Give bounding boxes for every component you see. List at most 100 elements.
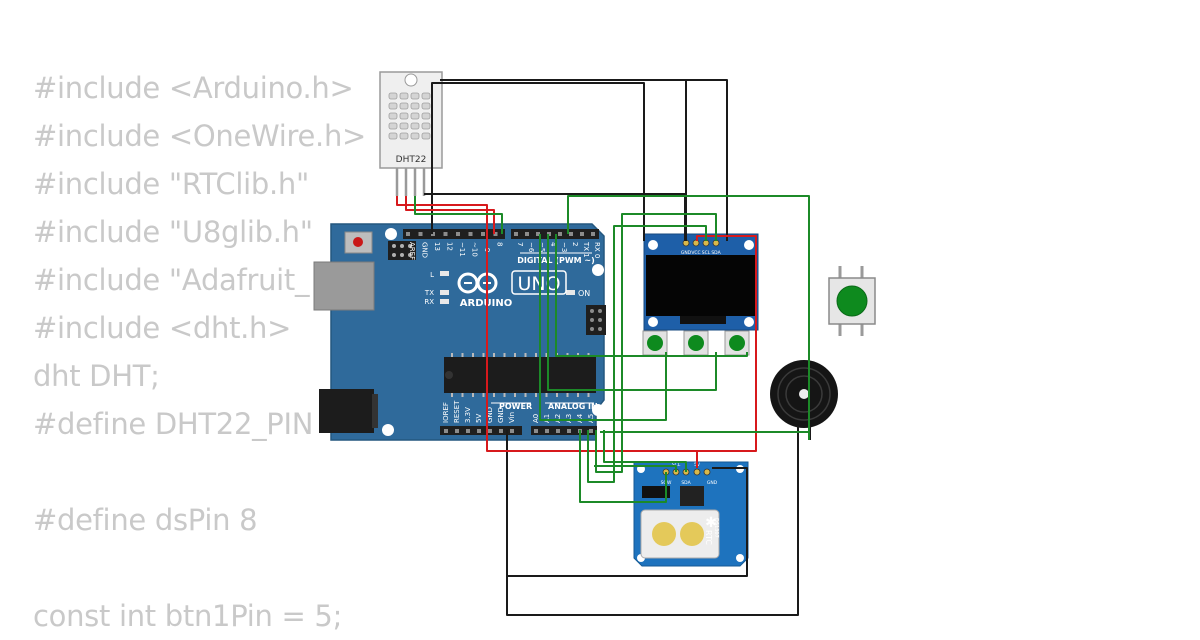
wire-black[interactable] xyxy=(431,82,645,241)
dht22-sensor[interactable]: DHT22 xyxy=(379,71,443,196)
analog-header xyxy=(531,426,597,435)
header-pin[interactable] xyxy=(466,429,470,433)
button-cap-icon xyxy=(836,285,868,317)
code-line: #define dsPin 8 xyxy=(33,503,258,537)
rx-led xyxy=(440,299,449,304)
rx-led-label: RX xyxy=(424,298,434,306)
pin-label: 3.3V xyxy=(464,407,472,423)
header-pin[interactable] xyxy=(510,429,514,433)
header-pin[interactable] xyxy=(418,232,423,236)
header-pin[interactable] xyxy=(545,429,549,433)
pin-label: GND xyxy=(497,407,505,423)
header-pin[interactable] xyxy=(456,232,460,236)
wire-green[interactable] xyxy=(539,234,667,421)
button-cap-icon xyxy=(688,335,704,351)
header-pin[interactable] xyxy=(477,429,481,433)
pin-label: A1 xyxy=(543,414,551,423)
wire-black[interactable] xyxy=(470,79,728,241)
push-button-1[interactable] xyxy=(642,330,668,356)
header-pin[interactable] xyxy=(591,232,595,236)
wire-green[interactable] xyxy=(594,465,677,472)
pin-label: 13 xyxy=(433,242,441,251)
oled-pin-label: SDA xyxy=(711,250,721,256)
pin-label: AREF xyxy=(408,242,416,260)
header-pin[interactable] xyxy=(580,232,584,236)
l-led xyxy=(440,271,449,276)
pin-label: 12 xyxy=(446,242,454,251)
wire-green[interactable] xyxy=(603,430,687,472)
pin-label: A4 xyxy=(576,413,584,423)
header-pin[interactable] xyxy=(488,429,492,433)
atmega-chip xyxy=(444,357,596,393)
wire-green[interactable] xyxy=(579,430,667,503)
pin-label: IOREF xyxy=(442,402,450,423)
pin-label: 2 xyxy=(571,242,579,246)
rtc-pin-label: GND xyxy=(707,480,718,486)
on-led-label: ON xyxy=(578,289,590,298)
header-pin[interactable] xyxy=(455,429,459,433)
pin-label: 7 xyxy=(516,242,524,246)
button-cap-icon xyxy=(729,335,745,351)
header-pin[interactable] xyxy=(481,232,485,236)
pin-label: ~10 xyxy=(471,242,479,257)
push-button-3[interactable] xyxy=(724,330,750,356)
oled-display[interactable]: GND VCC SCL SDA xyxy=(643,233,759,331)
header-pin[interactable] xyxy=(569,232,573,236)
header-pin[interactable] xyxy=(514,232,518,236)
adafruit-star-logo-icon: ✱ xyxy=(705,515,717,531)
usb-port xyxy=(313,261,375,311)
header-pin[interactable] xyxy=(406,232,410,236)
header-pin[interactable] xyxy=(493,232,498,236)
wire-green[interactable] xyxy=(414,196,503,234)
push-button-2[interactable] xyxy=(683,330,709,356)
rtc-chip-label: DS1307 xyxy=(713,518,719,538)
wire-green[interactable] xyxy=(547,234,717,391)
piezo-buzzer[interactable] xyxy=(770,360,838,440)
wire-green[interactable] xyxy=(567,195,810,433)
header-pin[interactable] xyxy=(558,232,562,236)
push-button-large[interactable] xyxy=(828,266,876,336)
rtc-pin-label: SDA xyxy=(681,480,691,486)
code-line: #define DHT22_PIN xyxy=(33,407,314,441)
header-pin[interactable] xyxy=(589,429,593,433)
rtc-pin-label: SCL xyxy=(672,462,681,468)
mounting-hole xyxy=(592,264,604,276)
mounting-hole xyxy=(385,228,397,240)
code-line: dht DHT; xyxy=(33,359,160,393)
header-pin[interactable] xyxy=(525,232,529,236)
header-pin[interactable] xyxy=(443,232,448,236)
code-line: #include <dht.h> xyxy=(33,311,292,345)
l-led-label: L xyxy=(430,271,434,279)
header-pin[interactable] xyxy=(468,232,473,236)
tx-led xyxy=(440,290,449,295)
oled-pin-label: SCL xyxy=(702,250,711,256)
rtc-ds1307-module[interactable]: SQW SCL SDA 5V GND RTC DS1307 ✱ xyxy=(633,461,749,567)
wire-green[interactable] xyxy=(555,234,748,357)
code-line: #include "Adafruit_ xyxy=(33,263,310,297)
pin-label: 4 xyxy=(549,242,557,247)
wire-green[interactable] xyxy=(587,225,707,483)
code-line: #include <Arduino.h> xyxy=(33,71,354,105)
header-pin[interactable] xyxy=(536,232,540,236)
pin-label: A0 xyxy=(532,414,540,423)
header-pin[interactable] xyxy=(567,429,571,433)
oled-pin-label: GND xyxy=(681,250,692,256)
header-pin[interactable] xyxy=(444,429,448,433)
wire-red[interactable] xyxy=(405,196,495,234)
digital-header-left xyxy=(403,229,505,239)
wire-black[interactable] xyxy=(506,430,799,616)
header-pin[interactable] xyxy=(499,429,503,433)
pin-label: RX 0 xyxy=(593,242,601,258)
mounting-hole xyxy=(382,424,394,436)
wire-black[interactable] xyxy=(440,79,687,241)
pin-label: A5 xyxy=(587,414,595,423)
dht22-label: DHT22 xyxy=(396,155,427,165)
header-pin[interactable] xyxy=(534,429,538,433)
rtc-title: RTC xyxy=(704,530,713,545)
pin-label: RESET xyxy=(453,400,461,423)
code-line: #include "U8glib.h" xyxy=(33,215,313,249)
header-pin[interactable] xyxy=(556,429,560,433)
tx-led-label: TX xyxy=(424,289,434,297)
